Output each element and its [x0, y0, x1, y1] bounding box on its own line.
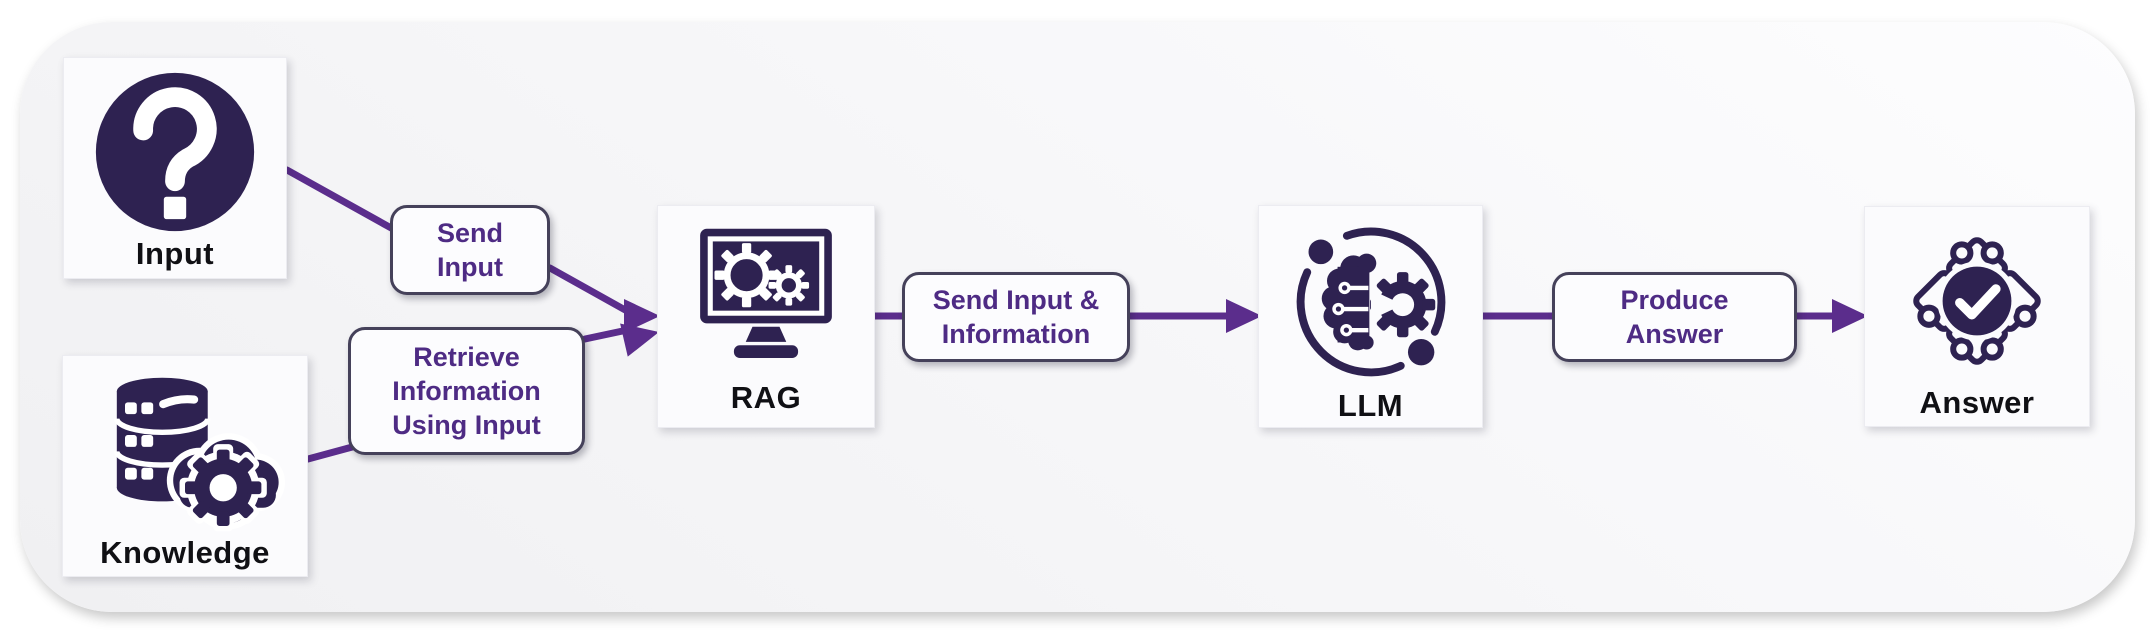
node-knowledge: Knowledge [62, 355, 308, 577]
monitor-gears-icon [671, 214, 861, 382]
node-llm-label: LLM [1337, 388, 1404, 423]
node-input: Input [63, 57, 287, 279]
node-rag: RAG [657, 205, 875, 428]
edge-label-send-input-information: Send Input & Information [902, 272, 1130, 362]
node-rag-label: RAG [730, 380, 802, 415]
puzzle-check-icon [1891, 215, 2063, 387]
edge-label-send-input: Send Input [390, 205, 550, 295]
edge-label-retrieve-information: Retrieve Information Using Input [348, 327, 585, 455]
brain-gear-icon [1283, 214, 1459, 390]
node-input-label: Input [135, 236, 215, 271]
node-answer: Answer [1864, 206, 2090, 427]
database-gear-icon [85, 364, 285, 537]
node-answer-label: Answer [1919, 385, 2035, 420]
question-mark-icon [89, 66, 261, 238]
node-llm: LLM [1258, 205, 1483, 428]
edge-label-produce-answer: Produce Answer [1552, 272, 1797, 362]
node-knowledge-label: Knowledge [100, 535, 270, 570]
